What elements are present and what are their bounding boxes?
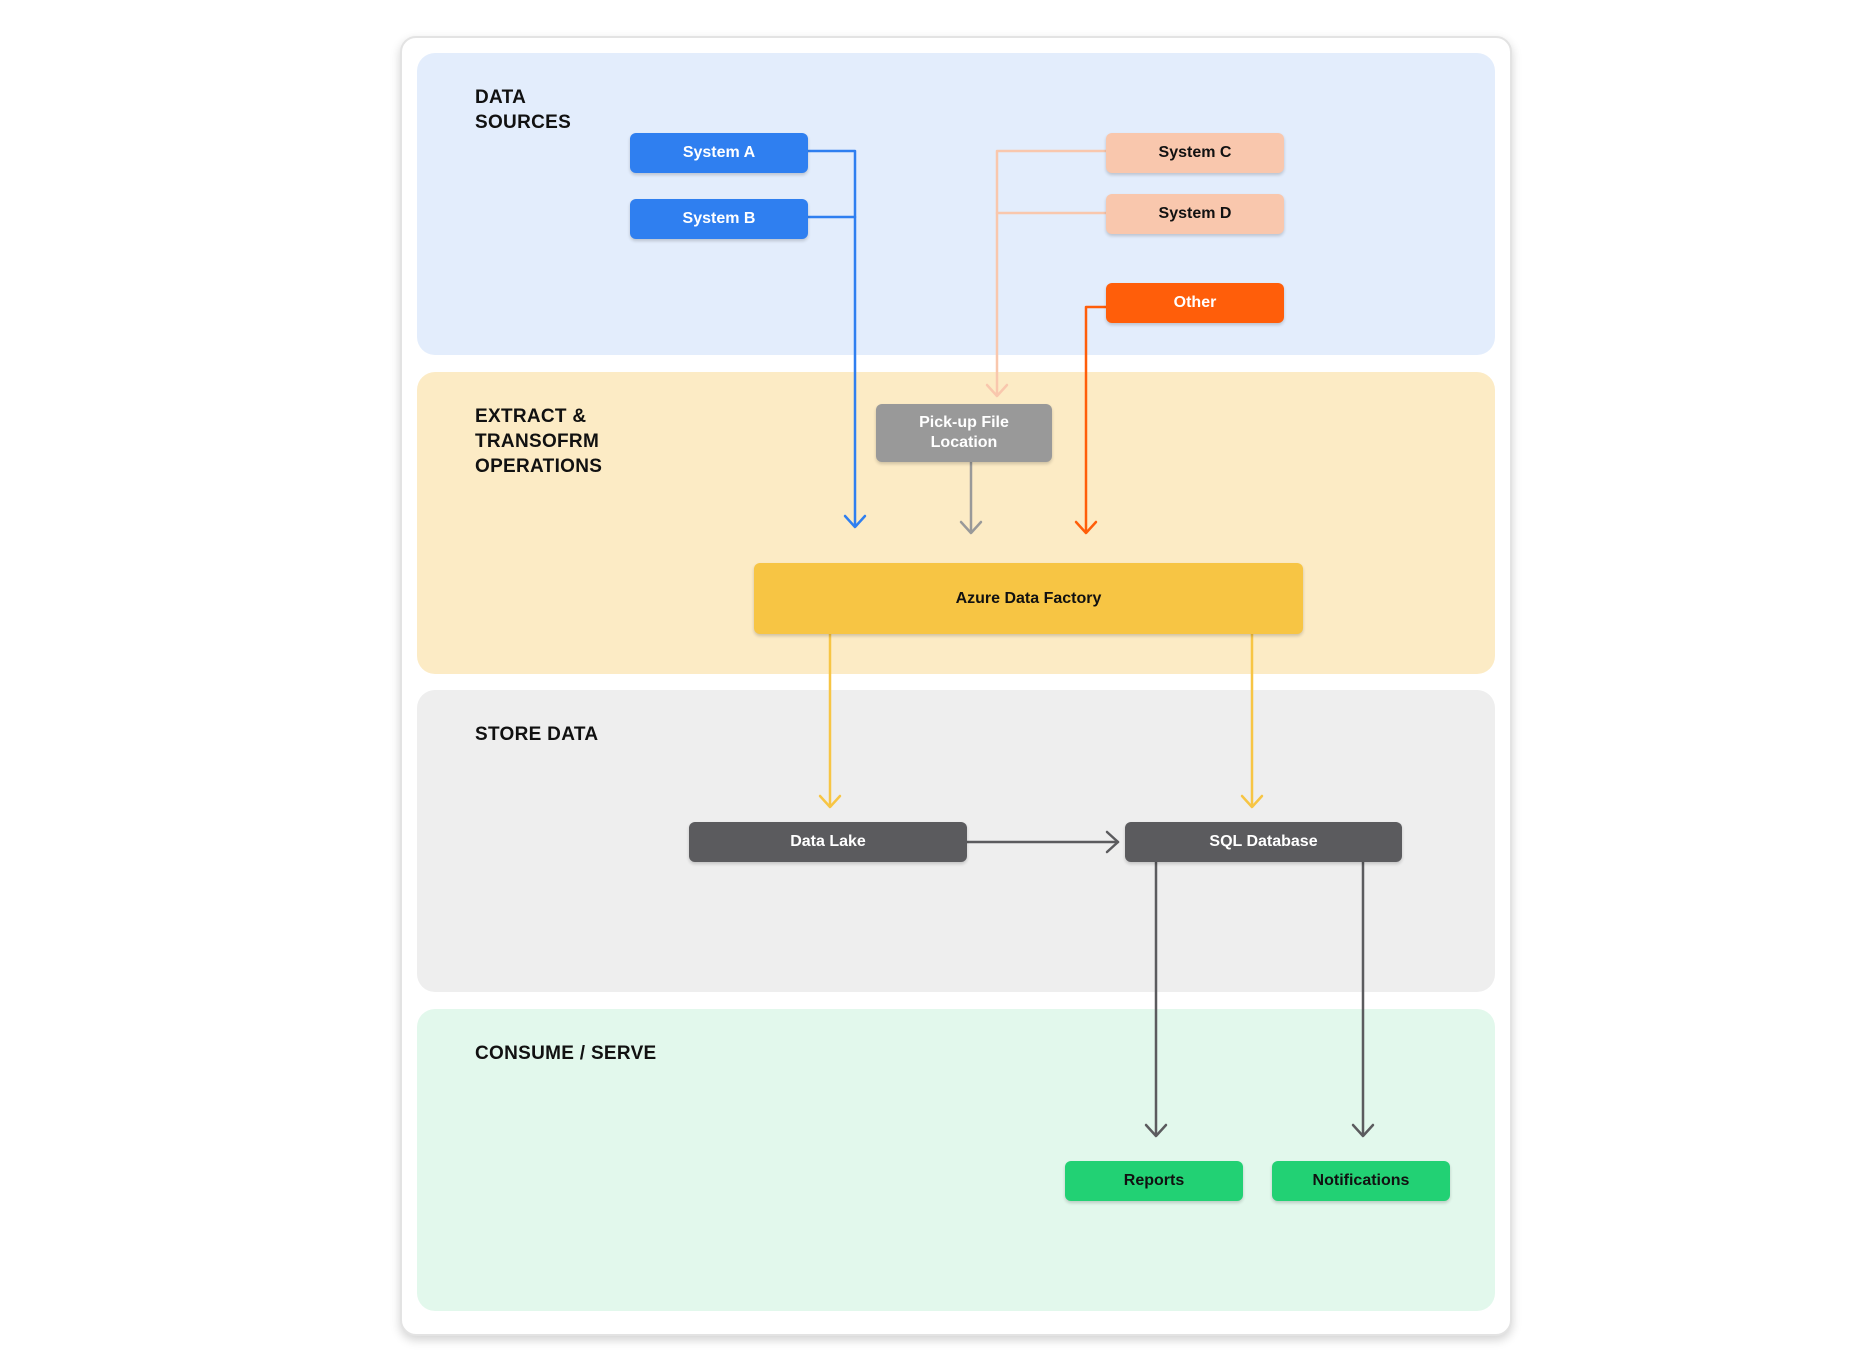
flow-other-to-adf — [1084, 305, 1108, 534]
node-azure-data-factory[interactable]: Azure Data Factory — [754, 563, 1303, 634]
lane-title-store-data: STORE DATA — [475, 724, 599, 745]
arrowhead-blue — [843, 514, 867, 529]
lane-title-consume-serve: CONSUME / SERVE — [475, 1043, 657, 1064]
lane-title-extract-transform: EXTRACT & TRANSOFRM OPERATIONS — [475, 406, 603, 477]
arrowhead-dark-reports — [1144, 1123, 1168, 1138]
arrowhead-peach — [985, 383, 1009, 398]
node-reports[interactable]: Reports — [1065, 1161, 1243, 1201]
flow-system-a-to-adf — [806, 149, 857, 528]
node-data-lake[interactable]: Data Lake — [689, 822, 967, 862]
node-system-b[interactable]: System B — [630, 199, 808, 239]
flow-system-c-to-pickup — [995, 149, 1108, 396]
lane-consume-serve: CONSUME / SERVE — [417, 1009, 1495, 1311]
lane-title-data-sources: DATA SOURCES — [475, 87, 572, 133]
node-other[interactable]: Other — [1106, 283, 1284, 323]
arrowhead-dark-notifications — [1351, 1123, 1375, 1138]
arrowhead-dark-sql-db — [1105, 830, 1120, 854]
node-system-c[interactable]: System C — [1106, 133, 1284, 173]
arrowhead-yellow-sql-db — [1240, 794, 1264, 809]
arrowhead-gray — [959, 520, 983, 535]
node-sql-database[interactable]: SQL Database — [1125, 822, 1402, 862]
arrowhead-orange — [1074, 520, 1098, 535]
node-system-d[interactable]: System D — [1106, 194, 1284, 234]
arrowhead-yellow-data-lake — [818, 794, 842, 809]
node-notifications[interactable]: Notifications — [1272, 1161, 1450, 1201]
lane-data-sources: DATA SOURCES — [417, 53, 1495, 355]
node-system-a[interactable]: System A — [630, 133, 808, 173]
node-pickup-file-location[interactable]: Pick-up File Location — [876, 404, 1052, 462]
